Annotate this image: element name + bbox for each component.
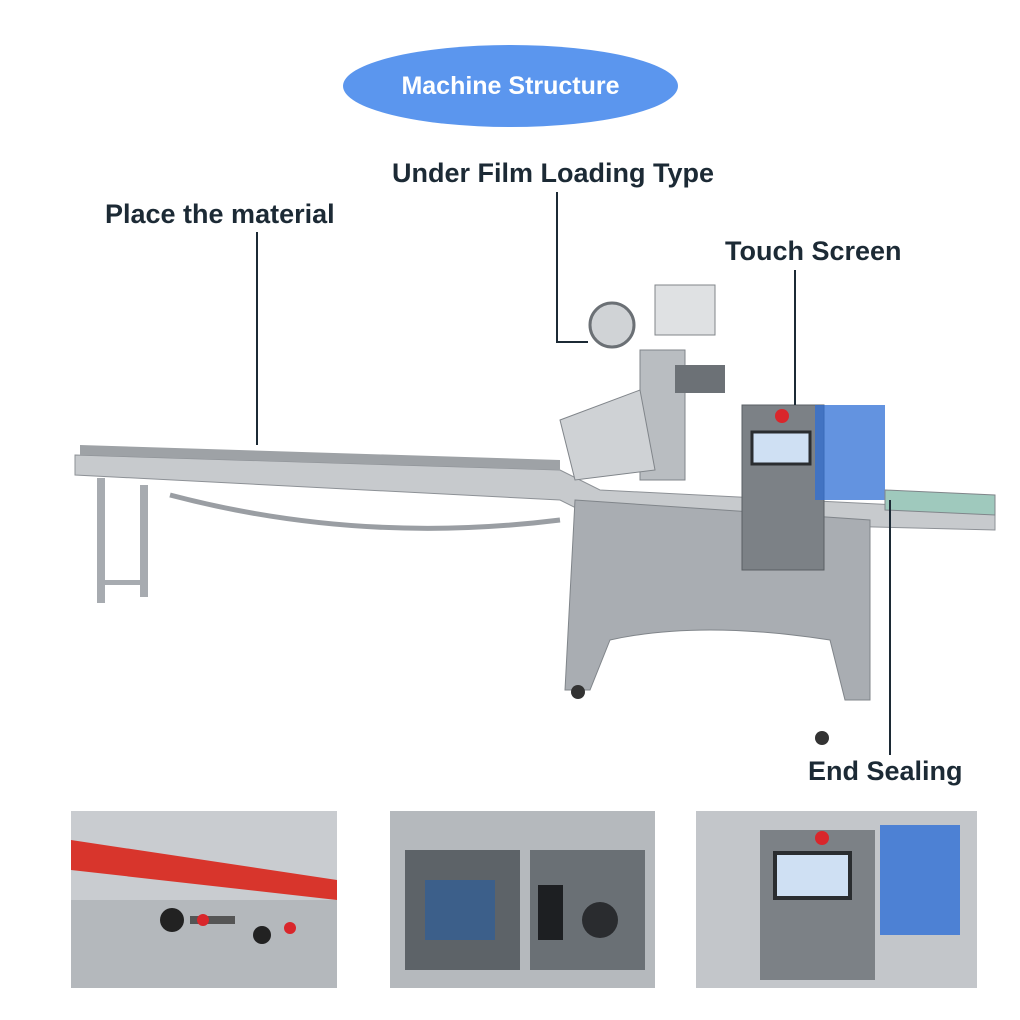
caster-wheel bbox=[815, 731, 829, 745]
detail-photo-adjusters bbox=[71, 811, 337, 988]
pusher-chain bbox=[169, 492, 561, 531]
film-roll bbox=[588, 301, 636, 349]
film-coder bbox=[654, 284, 716, 336]
label-end-sealing: End Sealing bbox=[808, 756, 963, 786]
temperature-controller bbox=[675, 365, 725, 393]
label-under-film-loading: Under Film Loading Type bbox=[392, 158, 715, 188]
conveyor-leg-brace bbox=[97, 580, 148, 585]
detail-photo-electrical-cabinet bbox=[390, 811, 655, 988]
leader-lines bbox=[256, 192, 891, 755]
emergency-stop bbox=[775, 409, 789, 423]
label-touch-screen: Touch Screen bbox=[725, 236, 902, 266]
control-panel bbox=[741, 404, 825, 571]
detail-photo-control-panel bbox=[696, 811, 977, 988]
conveyor-leg bbox=[97, 478, 105, 603]
outfeed-conveyor bbox=[884, 489, 996, 516]
conveyor-rail bbox=[80, 445, 560, 470]
conveyor-leg bbox=[140, 485, 148, 597]
label-place-material: Place the material bbox=[105, 199, 335, 229]
caster-wheel bbox=[571, 685, 585, 699]
forming-box bbox=[559, 389, 656, 481]
end-sealer-guard bbox=[815, 405, 885, 500]
title-badge: Machine Structure bbox=[343, 45, 678, 127]
title: Machine Structure bbox=[401, 71, 620, 100]
touch-screen bbox=[750, 430, 812, 466]
